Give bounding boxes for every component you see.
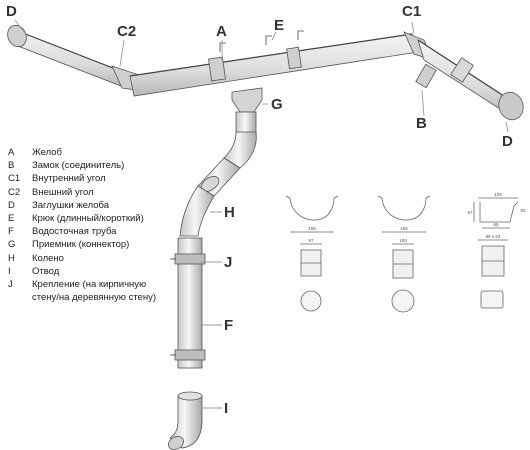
dim-profile3-pipe: 98 x 63	[486, 234, 501, 239]
callout-i: I	[224, 400, 229, 417]
callout-f: F	[224, 317, 234, 334]
profile-3	[473, 197, 519, 309]
legend-row: E Крюк (длинный/короткий)	[8, 212, 183, 225]
legend-key	[8, 291, 32, 304]
legend-row: I Отвод	[8, 265, 183, 278]
legend-key: G	[8, 239, 16, 251]
legend-key: I	[8, 265, 11, 277]
downpipe	[168, 111, 257, 450]
dim-profile2-width: 156	[400, 226, 408, 231]
legend-row: C1 Внутренний угол	[8, 172, 183, 185]
callout-c2: C2	[117, 23, 137, 40]
callout-d-left: D	[6, 3, 17, 20]
gutter-run	[7, 24, 524, 121]
legend-key: F	[8, 226, 14, 238]
dim-profile3-top: 104	[494, 192, 502, 197]
legend-key: J	[8, 279, 13, 291]
legend-text: Колено	[32, 252, 64, 264]
legend-row: D Заглушки желоба	[8, 199, 183, 212]
legend-key: H	[8, 252, 15, 264]
dim-profile3-right: 80	[520, 208, 526, 213]
legend-row: H Колено	[8, 252, 183, 265]
callout-h: H	[224, 204, 235, 221]
legend-row: C2 Внешний угол	[8, 186, 183, 199]
legend-row: G Приемник (коннектор)	[8, 238, 183, 251]
legend-text: стену/на деревянную стену)	[32, 292, 157, 304]
profile-1	[285, 195, 339, 312]
dim-profile1-pipe: 87	[308, 238, 314, 243]
legend-text: Водосточная труба	[32, 226, 117, 238]
dim-profile3-bottom: 65	[493, 222, 499, 227]
legend-key: B	[8, 160, 15, 172]
callout-c1: C1	[402, 3, 422, 20]
legend-key: C2	[8, 186, 21, 198]
legend-text: Отвод	[32, 265, 60, 277]
legend-text: Желоб	[32, 147, 62, 158]
profile-2	[377, 195, 431, 313]
legend-text: Внутренний угол	[32, 173, 106, 185]
callout-j: J	[224, 254, 233, 271]
legend-text: Приемник (коннектор)	[32, 239, 130, 251]
legend-row: B Замок (соединитель)	[8, 159, 183, 172]
dim-profile1-width: 156	[308, 226, 316, 231]
legend-key: C1	[8, 173, 21, 185]
callout-a: A	[216, 23, 227, 40]
legend-text: Замок (соединитель)	[32, 160, 125, 172]
legend-key: A	[8, 147, 15, 158]
legend-text: Внешний угол	[32, 186, 94, 198]
legend-key: E	[8, 213, 15, 225]
legend-row: J Крепление (на кирпичную	[8, 278, 183, 291]
callout-d-right: D	[502, 133, 513, 150]
dim-profile3-left: 97	[467, 210, 473, 215]
callout-e: E	[274, 17, 285, 34]
callout-g: G	[271, 96, 283, 113]
legend-key: D	[8, 199, 15, 211]
callout-b: B	[416, 115, 427, 132]
legend-text: Заглушки желоба	[32, 199, 110, 211]
dimension-labels: 156 87 156 100 104 97 80 65 98 x 63	[308, 192, 526, 243]
legend-text: Крепление (на кирпичную	[32, 279, 147, 291]
legend-row: F Водосточная труба	[8, 225, 183, 238]
legend-text: Крюк (длинный/короткий)	[32, 213, 144, 225]
legend-row: стену/на деревянную стену)	[8, 291, 183, 304]
leader-lines	[14, 19, 509, 409]
dim-profile2-pipe: 100	[399, 238, 407, 243]
legend-row: A Желоб	[8, 146, 183, 159]
